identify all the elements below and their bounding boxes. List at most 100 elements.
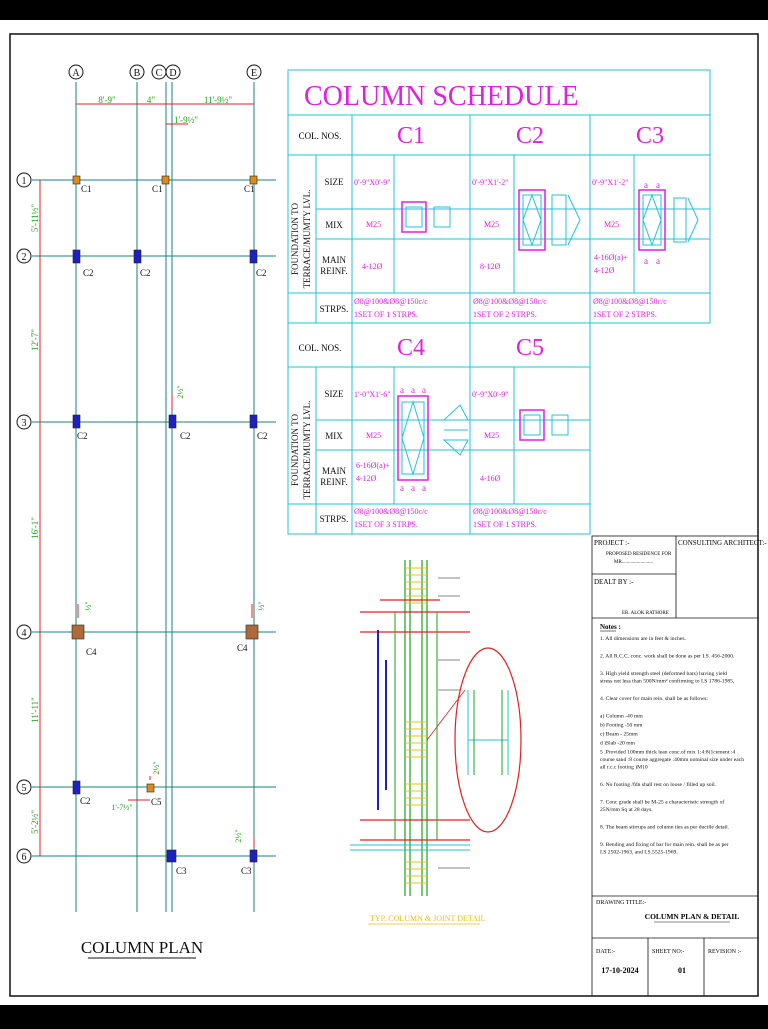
section-sketch-c2 — [518, 189, 581, 251]
sheet-border — [9, 33, 759, 997]
columns — [71, 175, 259, 863]
row-label: MIX — [325, 220, 343, 230]
side-label: TERRACE/MUMTY LVL. — [302, 401, 312, 500]
bar-mark: a — [656, 180, 660, 190]
note-item: 5 .Provided 100mm thick lean conc.of mix… — [600, 749, 744, 771]
column-c2 — [133, 249, 142, 264]
note-item: 9. Bending and fixing of bar for main re… — [600, 841, 729, 856]
grid-letter: C — [156, 68, 163, 79]
sheet-value: 01 — [678, 966, 686, 975]
drawing-title: COLUMN PLAN & DETAIL — [645, 912, 740, 921]
section-sketch-c1 — [401, 201, 451, 233]
dim-label: 8'-9" — [98, 95, 116, 105]
dim-label: 1'-7½" — [111, 803, 132, 812]
bar-mark: a — [656, 256, 660, 266]
column-label: C3 — [176, 866, 187, 876]
bar-mark: a — [422, 483, 426, 493]
column-c4 — [245, 624, 259, 640]
column-c5 — [146, 783, 155, 793]
column-label: C2 — [257, 431, 268, 441]
side-label: FOUNDATION TO — [290, 203, 300, 275]
note-item: 1. All dimensions are in feet & inches. — [600, 635, 687, 642]
dim-label: 5'-2½" — [30, 810, 40, 834]
reinf-value: 6-16Ø(a)+ — [356, 461, 390, 470]
column-label: C1 — [152, 184, 163, 194]
row-label: REINF. — [320, 266, 348, 276]
side-label: FOUNDATION TO — [290, 414, 300, 486]
grid-number: 6 — [22, 852, 27, 863]
row-label: STRPS. — [320, 514, 349, 524]
column-label: C1 — [244, 184, 255, 194]
bar-mark: a — [411, 385, 415, 395]
revision-label: REVISION :- — [708, 949, 741, 955]
dim-label: 16'-1" — [30, 517, 40, 539]
strps-value: Ø8@100&Ø8@150c/c — [473, 507, 547, 516]
bar-mark: a — [411, 483, 415, 493]
column-label: C2 — [77, 431, 88, 441]
dim-label: 2½" — [176, 385, 185, 398]
dim-label: 11'-9½" — [204, 95, 233, 105]
column-c3 — [249, 849, 258, 863]
joint-detail: TYP. COLUMN & JOINT DETAIL — [350, 560, 522, 925]
strps-value: Ø8@100&Ø8@150c/c — [473, 297, 547, 306]
strps-value: 1SET OF 2 STRPS. — [593, 310, 657, 319]
strps-value: 1SET OF 1 STRPS. — [473, 520, 537, 529]
column-label: C3 — [241, 866, 252, 876]
column-label: C5 — [151, 797, 162, 807]
section-sketch-c4 — [397, 395, 469, 481]
size-value: 1'-0"X1'-6" — [354, 390, 391, 399]
bar-mark: a — [400, 385, 404, 395]
column-label: C2 — [140, 268, 151, 278]
column-schedule: COLUMN SCHEDULE COL. NOS. COL. NOS. C1 C… — [287, 69, 711, 535]
grid-number: 3 — [22, 418, 27, 429]
row-label: REINF. — [320, 477, 348, 487]
grid-letter: D — [169, 68, 176, 79]
column-label: C2 — [80, 796, 91, 806]
date-label: DATE:- — [596, 949, 615, 955]
mix-value: M25 — [366, 431, 381, 440]
bar-mark: a — [400, 483, 404, 493]
row-label: SIZE — [325, 177, 345, 187]
dim-label: 4" — [147, 95, 156, 105]
reinf-value: 4-12Ø — [356, 474, 377, 483]
column-c2 — [72, 780, 81, 795]
project-value: PROPOSED RESIDENCE FOR — [606, 552, 672, 557]
grid-letter: E — [251, 68, 257, 79]
size-value: 0'-9"X0'-9" — [472, 390, 509, 399]
row-label: STRPS. — [320, 304, 349, 314]
row-label: MIX — [325, 431, 343, 441]
project-label: PROJECT :- — [594, 539, 630, 547]
dim-label: 12'-7" — [30, 329, 40, 351]
size-value: 0'-9"X1'-2" — [592, 178, 629, 187]
column-label: C2 — [83, 268, 94, 278]
dealt-label: DEALT BY :- — [594, 578, 634, 586]
dim-label: ½" — [257, 601, 266, 610]
section-sketch-c3 — [638, 189, 699, 251]
note-item: a) Column -40 mm — [600, 713, 643, 720]
project-value: MR......................... — [614, 560, 653, 565]
mix-value: M25 — [604, 220, 619, 229]
drawing-title-label: DRAWING TITLE:- — [596, 900, 646, 906]
column-c1 — [72, 175, 81, 185]
column-c2 — [168, 414, 177, 429]
notes-label: Notes : — [600, 623, 621, 631]
note-item: 2. All R.C.C. conc. work shall be done a… — [600, 654, 735, 660]
column-c2 — [249, 414, 258, 429]
strps-value: 1SET OF 1 STRPS. — [354, 310, 418, 319]
row-label: MAIN — [322, 466, 346, 476]
column-c2 — [72, 249, 81, 264]
column-label: C2 — [256, 268, 267, 278]
dim-label: 1'-9½" — [174, 115, 198, 125]
note-item: 4. Clear cover for main rein. shall be a… — [600, 695, 708, 702]
mix-value: M25 — [484, 431, 499, 440]
column-name: C5 — [516, 335, 544, 361]
note-item: 7. Conc grade shall be M-25 a characteri… — [600, 799, 724, 814]
mix-value: M25 — [366, 220, 381, 229]
strps-value: 1SET OF 2 STRPS. — [473, 310, 537, 319]
bar-mark: a — [422, 385, 426, 395]
dim-label: ½" — [84, 601, 93, 610]
column-c1 — [161, 175, 170, 185]
column-label: C1 — [81, 184, 92, 194]
